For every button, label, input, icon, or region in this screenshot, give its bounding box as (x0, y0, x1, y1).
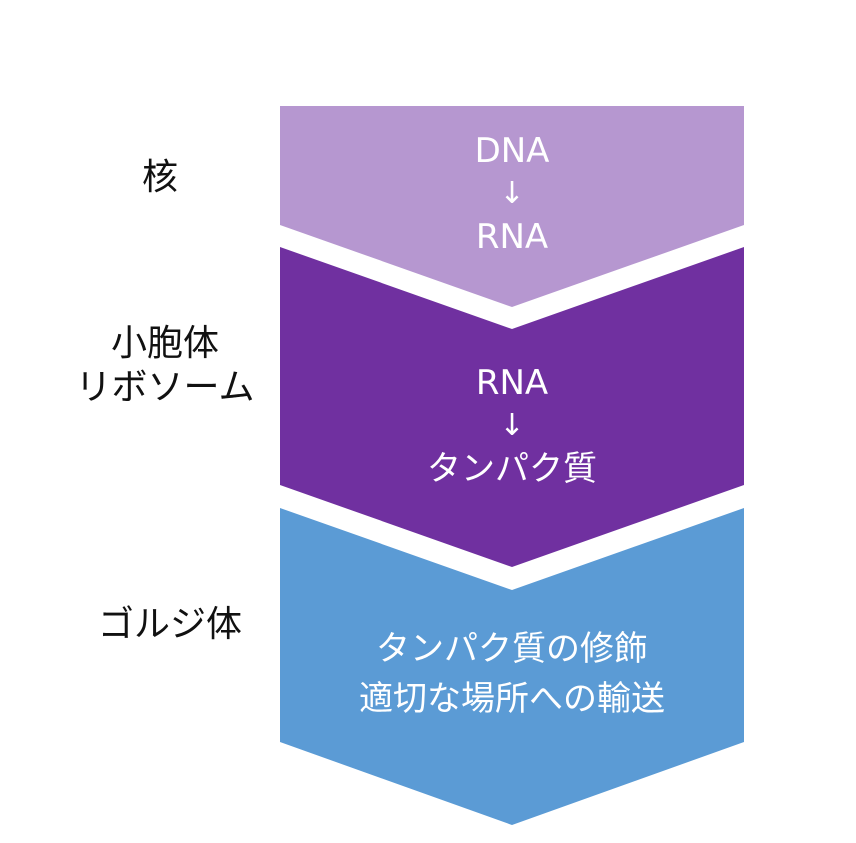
label-er-line1: 小胞体 (110, 323, 219, 364)
label-nucleus: 核 (141, 157, 178, 198)
stage-1-text: DNA ↓ RNA (280, 130, 744, 258)
stage-3-line1: タンパク質の修飾 (376, 629, 648, 669)
stage-3-chevron (280, 508, 744, 825)
stage-2-text: RNA ↓ タンパク質 (280, 362, 744, 490)
down-arrow-icon: ↓ (499, 408, 525, 443)
stage-3-line2: 適切な場所への輸送 (359, 679, 665, 719)
stage-1-top: DNA (474, 131, 550, 171)
stage-2-bottom: タンパク質 (427, 449, 597, 489)
stage-1-chevron (280, 106, 744, 307)
down-arrow-icon: ↓ (499, 176, 525, 211)
stage-3-text: タンパク質の修飾 適切な場所への輸送 (280, 624, 744, 724)
stage-2-top: RNA (475, 363, 549, 403)
stage-1-bottom: RNA (475, 217, 549, 257)
label-golgi: ゴルジ体 (97, 604, 242, 645)
label-er-ribosome: 小胞体 リボソーム (60, 322, 270, 410)
stage-2-chevron (280, 247, 744, 567)
label-er-line2: リボソーム (75, 367, 255, 408)
